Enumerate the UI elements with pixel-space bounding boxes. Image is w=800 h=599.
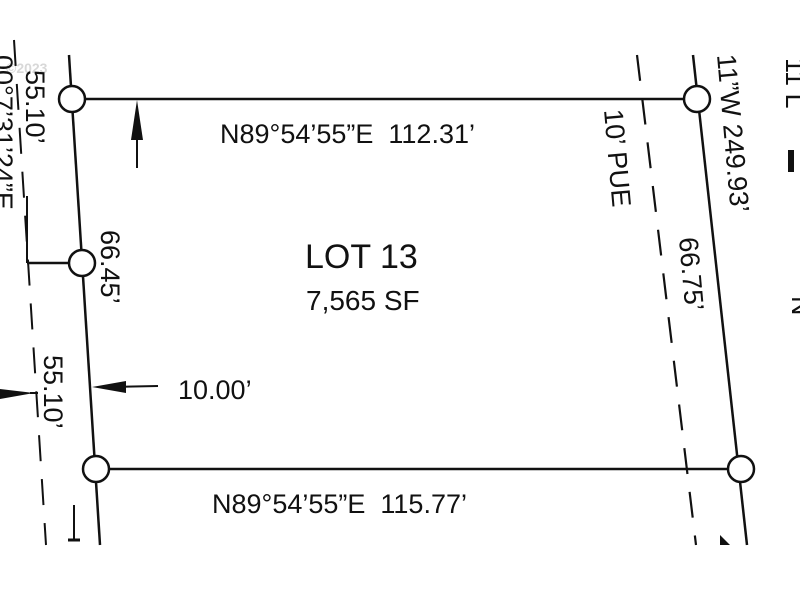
lot-area: 7,565 SF (306, 285, 420, 316)
lot-title: LOT 13 (305, 238, 418, 276)
monument-ne (682, 84, 712, 114)
far-right-text-fragment-2: N (786, 296, 800, 316)
monument-sw (81, 454, 111, 484)
west-top-dimension: 55.10’ (20, 70, 50, 144)
east-line-bearing: 11”W 249.93’ (711, 53, 755, 214)
west-dashed-line (13, 39, 47, 546)
north-line-bearing: N89°54’55”E 112.31’ (220, 119, 475, 149)
monument-w-mid (67, 248, 97, 278)
arrow-left-icon (92, 381, 126, 393)
setback-dimension: 10.00’ (178, 375, 252, 405)
far-right-mark (788, 150, 794, 172)
south-line-bearing: N89°54’55”E 115.77’ (212, 489, 467, 519)
monument-nw (57, 84, 87, 114)
monument-se (726, 454, 756, 484)
east-segment-dimension: 66.75’ (673, 236, 709, 312)
west-lower-dimension: 55.10’ (38, 355, 68, 429)
arrow-fragment-icon (720, 535, 730, 545)
far-right-text-fragment: 11 L (780, 58, 800, 109)
pue-easement-label: 10’ PUE (598, 108, 636, 208)
arrow-right-fragment-icon (0, 389, 34, 399)
west-line-bearing: 00°7’31’24”E (0, 55, 18, 210)
arrow-up-icon (131, 100, 143, 140)
pue-easement-line (635, 54, 698, 546)
west-upper-dimension: 66.45’ (95, 230, 125, 304)
